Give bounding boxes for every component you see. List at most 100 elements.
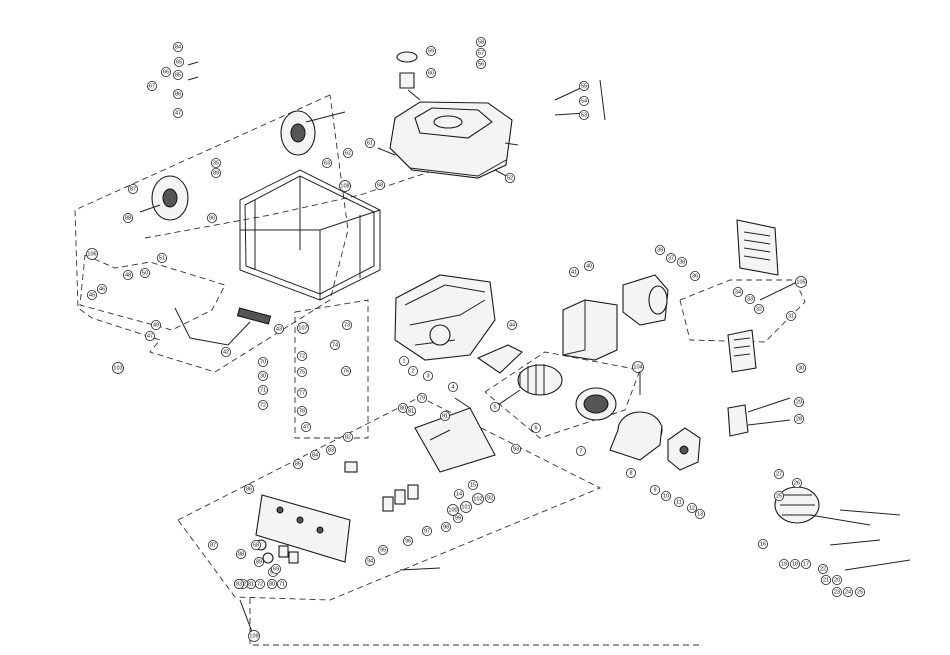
callout-circle	[745, 293, 756, 304]
callout-c5: 5	[489, 401, 500, 412]
callout-c25b: 25	[855, 587, 866, 598]
callout-circle	[632, 361, 644, 373]
callout-number: 65	[176, 59, 182, 65]
callout-circle	[695, 508, 706, 519]
callout-c65: 65	[173, 57, 184, 68]
callout-circle	[206, 212, 217, 223]
callout-c98: 98	[440, 522, 451, 533]
callout-number: 73	[344, 322, 350, 328]
callout-number: 81	[408, 408, 414, 414]
callout-circle	[97, 283, 108, 294]
callout-c99: 99	[452, 513, 463, 524]
mount-bracket	[727, 404, 749, 437]
callout-number: 93	[513, 446, 519, 452]
callout-c49: 49	[150, 319, 161, 330]
callout-number: 68	[253, 542, 259, 548]
callout-c58: 58	[475, 37, 486, 48]
panel-kit-outline	[294, 299, 369, 439]
callout-circle	[576, 445, 587, 456]
callout-c47a: 47	[172, 108, 183, 119]
callout-circle	[341, 319, 352, 330]
callout-c68b: 68	[250, 540, 261, 551]
callout-circle	[325, 444, 336, 455]
control-panel	[255, 407, 496, 563]
callout-c97: 97	[421, 526, 432, 537]
callout-number: 75	[299, 369, 305, 375]
callout-circle	[210, 157, 221, 168]
callout-c57: 57	[475, 48, 486, 59]
wheel-rear	[280, 110, 346, 156]
callout-c86: 86	[172, 89, 183, 100]
callout-c75: 75	[296, 366, 307, 377]
callout-c72a: 72	[296, 350, 307, 361]
callout-circle	[674, 496, 685, 507]
frame	[239, 169, 381, 301]
callout-circle	[475, 48, 486, 59]
wheel-front	[139, 175, 189, 221]
callout-number: 50	[142, 270, 148, 276]
callout-circle	[296, 350, 307, 361]
callout-number: 71	[279, 581, 285, 587]
callout-c82: 82	[342, 431, 353, 442]
callout-c107: 107	[297, 322, 309, 334]
callout-number: 92	[487, 495, 493, 501]
callout-number: 83	[328, 447, 334, 453]
callout-c38: 38	[677, 256, 688, 267]
callout-number: 100	[448, 507, 457, 513]
callout-number: 35	[213, 160, 219, 166]
callout-number: 88	[125, 215, 131, 221]
callout-c14: 14	[453, 488, 464, 499]
callout-number: 70	[260, 359, 266, 365]
callout-circle	[173, 57, 184, 68]
callout-number: 29	[796, 399, 802, 405]
callout-number: 101	[461, 504, 470, 510]
callout-circle	[467, 479, 478, 490]
callout-number: 41	[571, 269, 577, 275]
callout-circle	[472, 493, 484, 505]
callout-c104: 104	[632, 361, 644, 373]
callout-circle	[452, 513, 463, 524]
callout-circle	[489, 401, 500, 412]
callout-number: 99	[455, 515, 461, 521]
callout-number: 9	[653, 487, 656, 493]
callout-number: 6	[534, 425, 537, 431]
callout-number: 46	[99, 286, 105, 292]
callout-c92: 92	[484, 492, 495, 503]
callout-c10: 10	[661, 490, 672, 501]
callout-number: 89	[213, 170, 219, 176]
callout-circle	[440, 522, 451, 533]
callout-number: 45	[89, 292, 95, 298]
callout-number: 32	[756, 306, 762, 312]
callout-circle	[398, 355, 409, 366]
callout-circle	[506, 319, 517, 330]
callout-number: 22	[820, 566, 826, 572]
callout-number: 74	[332, 342, 338, 348]
callout-circle	[447, 504, 459, 516]
callout-circle	[584, 260, 595, 271]
callout-circle	[296, 405, 307, 416]
callout-c60: 60	[425, 68, 436, 79]
callout-c61: 61	[364, 137, 375, 148]
callout-number: 85	[175, 72, 181, 78]
handle-kit-outline	[79, 254, 226, 331]
callout-number: 95	[380, 547, 386, 553]
callout-c77: 77	[296, 387, 307, 398]
callout-c47b: 47	[144, 330, 155, 341]
callout-c54: 54	[579, 96, 590, 107]
callout-circle	[447, 381, 458, 392]
callout-c43: 43	[273, 323, 284, 334]
callout-c71b: 71	[276, 579, 287, 590]
callout-number: 2	[411, 368, 414, 374]
callout-circle	[579, 110, 590, 121]
rotor	[497, 364, 563, 406]
callout-circle	[416, 392, 427, 403]
callout-number: 28	[796, 416, 802, 422]
fuel-tank	[389, 101, 513, 179]
callout-number: 16	[760, 541, 766, 547]
end-cover	[667, 427, 701, 471]
callout-c83: 83	[325, 444, 336, 455]
callout-circle	[666, 252, 677, 263]
callout-c90: 90	[206, 212, 217, 223]
callout-number: 62	[345, 150, 351, 156]
callout-circle	[661, 490, 672, 501]
